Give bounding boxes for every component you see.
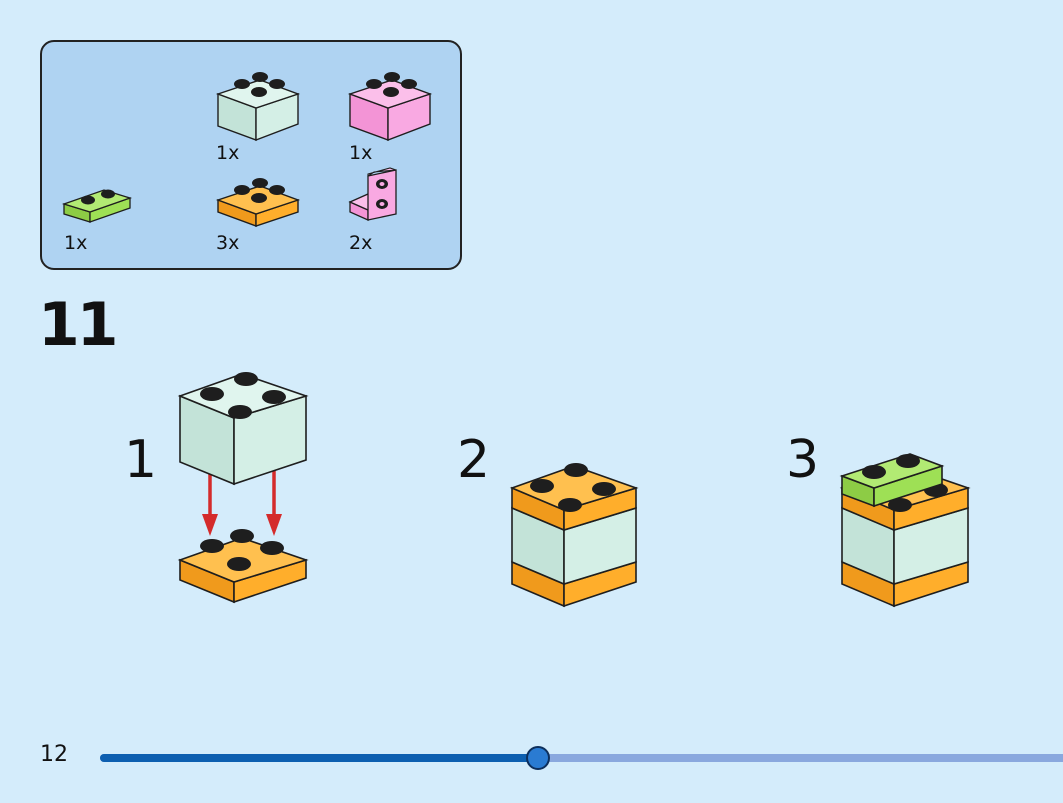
- substep-1-number: 1: [124, 430, 158, 490]
- orange-plate-qty: 3x: [216, 232, 240, 254]
- progress-bar[interactable]: [100, 744, 1063, 772]
- lime-plate-qty: 1x: [64, 232, 88, 254]
- substep-2-number: 2: [457, 430, 491, 490]
- parts-list-panel: 1x 1x 1x: [40, 40, 462, 270]
- pink-2x2-brick-icon: [346, 62, 436, 142]
- mint-brick-qty: 1x: [216, 142, 240, 164]
- step-number: 11: [38, 290, 118, 360]
- page-number: 12: [40, 742, 68, 767]
- mint-2x2-brick-icon: [177, 372, 309, 486]
- pink-bracket-qty: 2x: [349, 232, 373, 254]
- substep-3-illustration: [838, 442, 976, 612]
- orange-2x2-plate-icon: [214, 168, 304, 230]
- progress-knob[interactable]: [526, 746, 550, 770]
- progress-track: [100, 754, 1063, 762]
- substep-3-number: 3: [786, 430, 820, 490]
- pink-bracket-icon: [344, 166, 404, 230]
- progress-fill: [100, 754, 538, 762]
- mint-2x2-brick-icon: [214, 62, 304, 142]
- substep-2-illustration: [508, 456, 642, 612]
- substep-1-illustration: [176, 364, 316, 614]
- orange-2x2-plate-icon: [177, 529, 309, 604]
- arrow-down-icon: [202, 470, 282, 536]
- pink-brick-qty: 1x: [349, 142, 373, 164]
- lime-1x2-plate-icon: [60, 180, 134, 224]
